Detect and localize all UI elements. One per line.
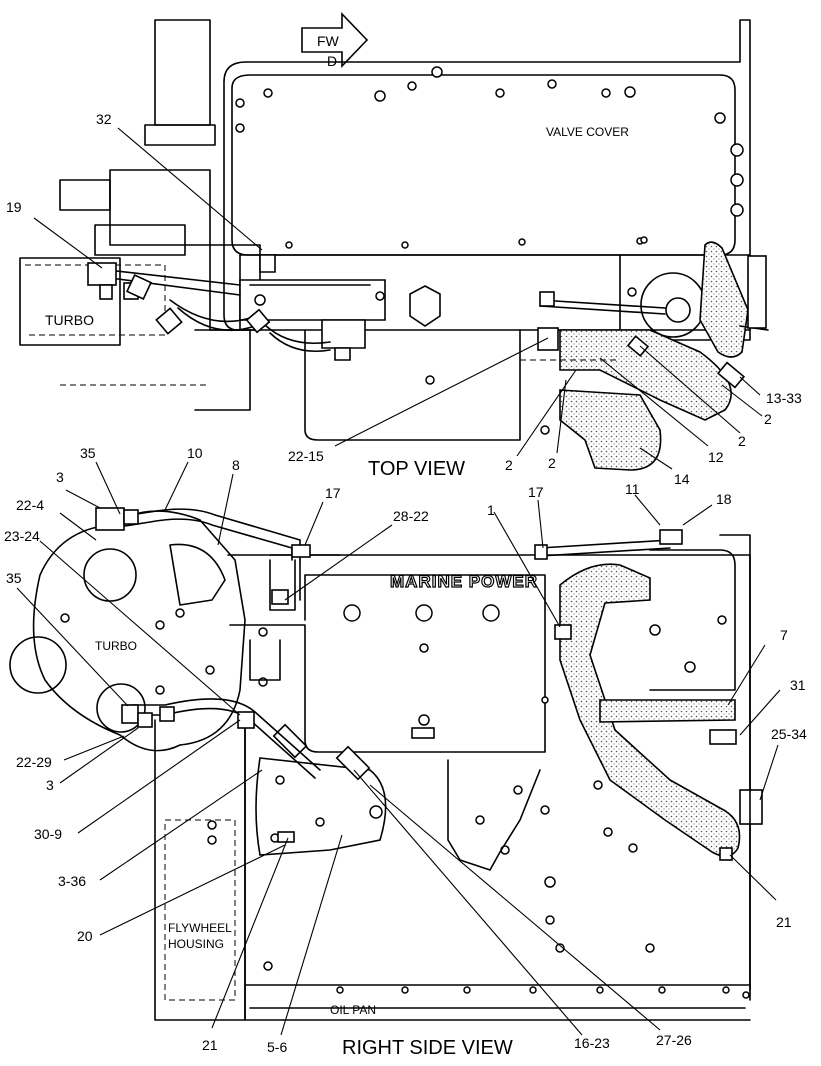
right-side-view: FLYWHEEL HOUSING TURBO MARINE POWER [9,507,763,1059]
callout-1: 1 [487,502,495,518]
callout-14: 14 [674,471,690,487]
callout-2-a: 2 [764,411,772,427]
callout-8: 8 [232,457,240,473]
fuel-manifold-top [239,254,386,361]
forward-arrow-icon: FW D [301,12,369,69]
forward-arrow-label-d: D [327,53,337,69]
turbo-label-top: TURBO [45,312,94,328]
valve-cover-label: VALVE COVER [546,125,629,139]
callout-2-b: 2 [738,433,746,449]
callout-23-24: 23-24 [4,528,40,544]
top-view-title: TOP VIEW [368,458,465,480]
callout-10: 10 [187,445,203,461]
callout-12: 12 [708,449,724,465]
valve-cover: VALVE COVER [223,19,751,331]
coolant-hoses-top [559,241,769,471]
callout-31: 31 [790,677,806,693]
callout-35-top: 35 [80,445,96,461]
oil-pan-label: OIL PAN [330,1003,376,1017]
top-view: FW D TURBO VALVE COVER [19,12,769,480]
callout-2-c: 2 [505,457,513,473]
callout-21-bottom: 21 [202,1037,218,1053]
flywheel-housing: FLYWHEEL HOUSING [154,719,273,1021]
callout-27-26: 27-26 [656,1032,692,1048]
turbo-label-side: TURBO [95,639,137,653]
callout-18: 18 [716,491,732,507]
filter-housing-side [255,723,387,856]
callout-22-15: 22-15 [288,448,324,464]
right-side-view-title: RIGHT SIDE VIEW [342,1037,513,1059]
callout-13-33: 13-33 [766,390,802,406]
callout-11: 11 [625,481,640,497]
callout-3-top: 3 [56,469,64,485]
thermostat-housing-side [649,534,751,1001]
marine-power-label: MARINE POWER [390,572,538,591]
oil-pan: OIL PAN [244,984,751,1017]
flywheel-housing-label-1: FLYWHEEL [168,921,232,935]
callout-5-6: 5-6 [267,1039,287,1055]
callout-17-a: 17 [325,485,341,501]
callout-32: 32 [96,111,112,127]
flywheel-housing-label-2: HOUSING [168,937,224,951]
callout-25-34: 25-34 [771,726,807,742]
forward-arrow-label-fw: FW [317,33,340,49]
callout-28-22: 28-22 [393,508,429,524]
callout-19: 19 [6,199,22,215]
callout-2-d: 2 [548,455,556,471]
coolant-hoses-side [534,529,763,861]
callout-22-4: 22-4 [16,497,44,513]
callout-3-side: 3 [46,777,54,793]
callout-3-36: 3-36 [58,873,86,889]
fuel-lines-side [95,507,341,779]
fuel-lines-top [87,262,331,353]
callout-numbers: 32 19 22-15 13-33 2 2 12 2 2 14 35 10 3 … [4,111,807,1055]
callout-7: 7 [780,627,788,643]
callout-21-right: 21 [776,914,792,930]
callout-16-23: 16-23 [574,1035,610,1051]
callout-17-b: 17 [528,484,544,500]
callout-22-29: 22-29 [16,754,52,770]
callout-30-9: 30-9 [34,826,62,842]
callout-35-side: 35 [6,570,22,586]
leader-lines [16,127,781,1036]
callout-20: 20 [77,928,93,944]
